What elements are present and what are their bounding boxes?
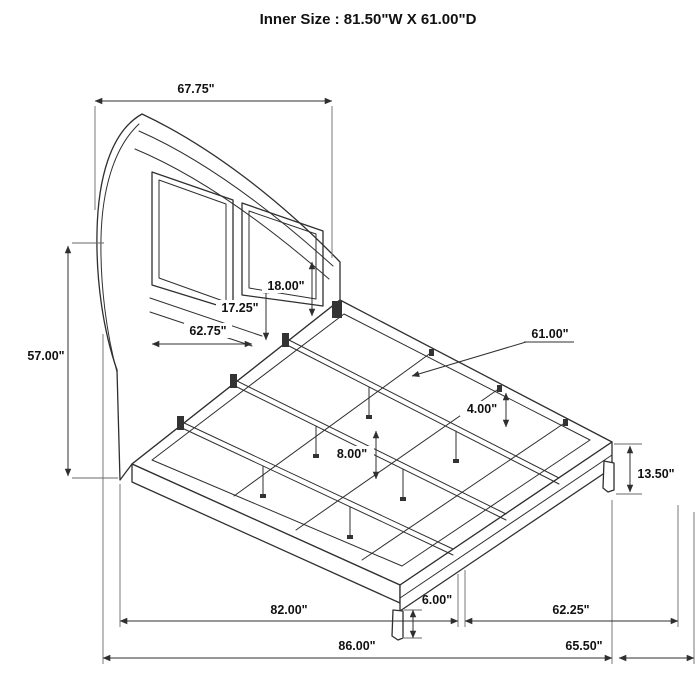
dim-panel-inner-height-label: 17.25" [221,301,258,315]
dim-overall-length-label: 86.00" [338,639,375,653]
inner-size-title: Inner Size : 81.50"W X 61.00"D [260,11,477,28]
dim-slat-width-label: 61.00" [531,327,568,341]
dim-rail-thickness-label: 4.00" [467,402,497,416]
dim-headboard-height-label: 57.00" [27,349,64,363]
dim-support-leg-height-label: 8.00" [337,447,367,461]
leader-slat-width [411,341,527,378]
dim-foot-leg-height-label: 6.00" [422,593,452,607]
headboard-right-panel-inner [248,210,317,300]
dim-footboard-height-label: 13.50" [637,467,674,481]
dim-headboard-width-label: 67.75" [177,82,214,96]
headboard-right-panel [241,202,324,307]
headboard-outline [96,113,341,481]
dim-inner-length-label: 82.00" [270,603,307,617]
headboard-crest-roll-line [138,130,334,267]
dim-overall-width-label: 65.50" [565,639,602,653]
dim-headboard-inner-width-label: 62.75" [189,324,226,338]
dim-panel-height-label: 18.00" [267,279,304,293]
footboard-face-line [399,454,613,599]
label-masks [184,278,504,461]
headboard-side-profile [100,123,140,373]
dimension-lines [64,97,695,662]
support-legs [262,386,457,538]
footboard-far-leg [602,460,615,493]
dimension-labels: 67.75" 57.00" 18.00" 17.25" 62.75" 61.00… [27,82,674,653]
footboard-near-leg [391,609,404,641]
slat-hooks [429,349,568,426]
dim-footboard-width-label: 62.25" [552,603,589,617]
frame-rim-inner [151,313,591,567]
